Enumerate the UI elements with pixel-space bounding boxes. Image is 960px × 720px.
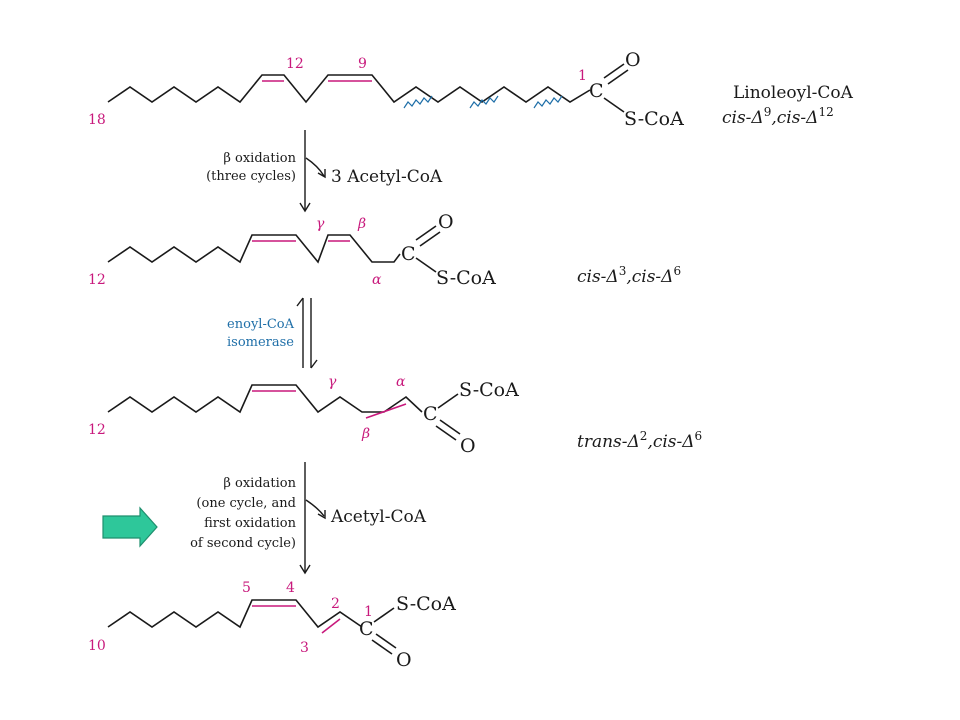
carbon-number-12: 12 — [88, 272, 106, 288]
cleavage-mark-1 — [403, 95, 433, 109]
thioester-group: S-CoA — [459, 379, 519, 401]
carbonyl-oxygen: O — [438, 211, 454, 233]
carbonyl-carbon: C — [359, 618, 374, 640]
isomerase-equilibrium-arrows — [296, 297, 318, 369]
thioester-group: S-CoA — [396, 593, 456, 615]
carbonyl-bond-b — [607, 69, 629, 85]
linoleoyl-coa-structure: 18 12 9 1 C O S-CoA — [88, 49, 684, 130]
carbonyl-bond-a — [435, 425, 457, 441]
step3-condition-line4: of second cycle) — [190, 536, 296, 551]
carbonyl-bond-b — [439, 419, 461, 435]
double-bond-trans2 — [321, 618, 341, 634]
step3-reaction-arrow — [299, 462, 326, 575]
carbonyl-carbon: C — [589, 80, 604, 102]
cis4-trans2-chain — [107, 599, 363, 629]
carbon-number-12: 12 — [286, 56, 304, 72]
step1-condition-line2: (three cycles) — [206, 169, 296, 184]
enzyme-name-line1: enoyl-CoA — [227, 317, 295, 332]
carbon-number-10: 10 — [88, 638, 106, 654]
carbonyl-carbon: C — [401, 243, 416, 265]
carbonyl-bond-a — [603, 63, 625, 79]
linoleoyl-chain — [107, 74, 591, 104]
carbon-number-5: 5 — [242, 580, 251, 596]
carbon-number-4: 4 — [286, 580, 295, 596]
thioester-bond — [373, 607, 395, 623]
beta-label: β — [361, 426, 370, 442]
cleavage-mark-2 — [469, 95, 499, 109]
step3-product: Acetyl-CoA — [330, 507, 427, 527]
cis3-cis6-chain — [107, 234, 401, 264]
bond-label-1: cis-Δ9,cis-Δ12 — [722, 105, 834, 128]
beta-label: β — [357, 216, 366, 232]
carbonyl-bond-b — [375, 633, 397, 649]
carbonyl-carbon: C — [423, 403, 438, 425]
cleavage-mark-3 — [533, 95, 563, 109]
alpha-label: α — [396, 374, 406, 390]
bond-label-3: trans-Δ2,cis-Δ6 — [577, 429, 702, 452]
step1-reaction-arrow — [299, 130, 326, 213]
step3-condition-line3: first oxidation — [204, 516, 297, 531]
trans2-cis6-enoyl-coa-structure: 12 γ α β C S-CoA O — [88, 374, 519, 457]
thioester-group: S-CoA — [624, 108, 684, 130]
gamma-label: γ — [316, 216, 325, 232]
carbonyl-bond-b — [419, 231, 441, 247]
thioester-bond — [603, 97, 625, 113]
carbonyl-oxygen: O — [625, 49, 641, 71]
carbon-number-9: 9 — [358, 56, 367, 72]
gamma-label: γ — [328, 374, 337, 390]
right-arrow-icon[interactable] — [102, 506, 158, 548]
step1-condition-line1: β oxidation — [223, 151, 296, 166]
cis3-cis6-enoyl-coa-structure: 12 γ β α C O S-CoA — [88, 211, 496, 289]
thioester-group: S-CoA — [436, 267, 496, 289]
carbon-number-2: 2 — [331, 596, 340, 612]
carbon-number-1: 1 — [364, 604, 373, 620]
thioester-bond — [437, 393, 459, 409]
carbonyl-oxygen: O — [396, 649, 412, 671]
enzyme-name-line2: isomerase — [227, 335, 294, 350]
double-bond-trans2 — [365, 403, 407, 419]
cis4-trans2-dienoyl-coa-structure: 10 5 4 3 2 1 C S-CoA O — [88, 580, 456, 671]
bond-label-2: cis-Δ3,cis-Δ6 — [577, 264, 681, 287]
carbon-number-18: 18 — [88, 112, 106, 128]
thioester-bond — [415, 257, 437, 273]
carbon-number-12: 12 — [88, 422, 106, 438]
compound-name-linoleoyl-coa: Linoleoyl-CoA — [733, 83, 854, 103]
step1-product: 3 Acetyl-CoA — [331, 167, 443, 187]
carbonyl-bond-a — [415, 225, 437, 241]
carbonyl-oxygen: O — [460, 435, 476, 457]
carbon-number-3: 3 — [300, 640, 309, 656]
alpha-label: α — [372, 272, 382, 288]
carbonyl-bond-a — [371, 639, 393, 655]
step3-condition-line2: (one cycle, and — [196, 496, 296, 511]
step3-condition-line1: β oxidation — [223, 476, 296, 491]
carbon-number-1: 1 — [578, 68, 587, 84]
trans2-cis6-chain — [107, 384, 423, 414]
